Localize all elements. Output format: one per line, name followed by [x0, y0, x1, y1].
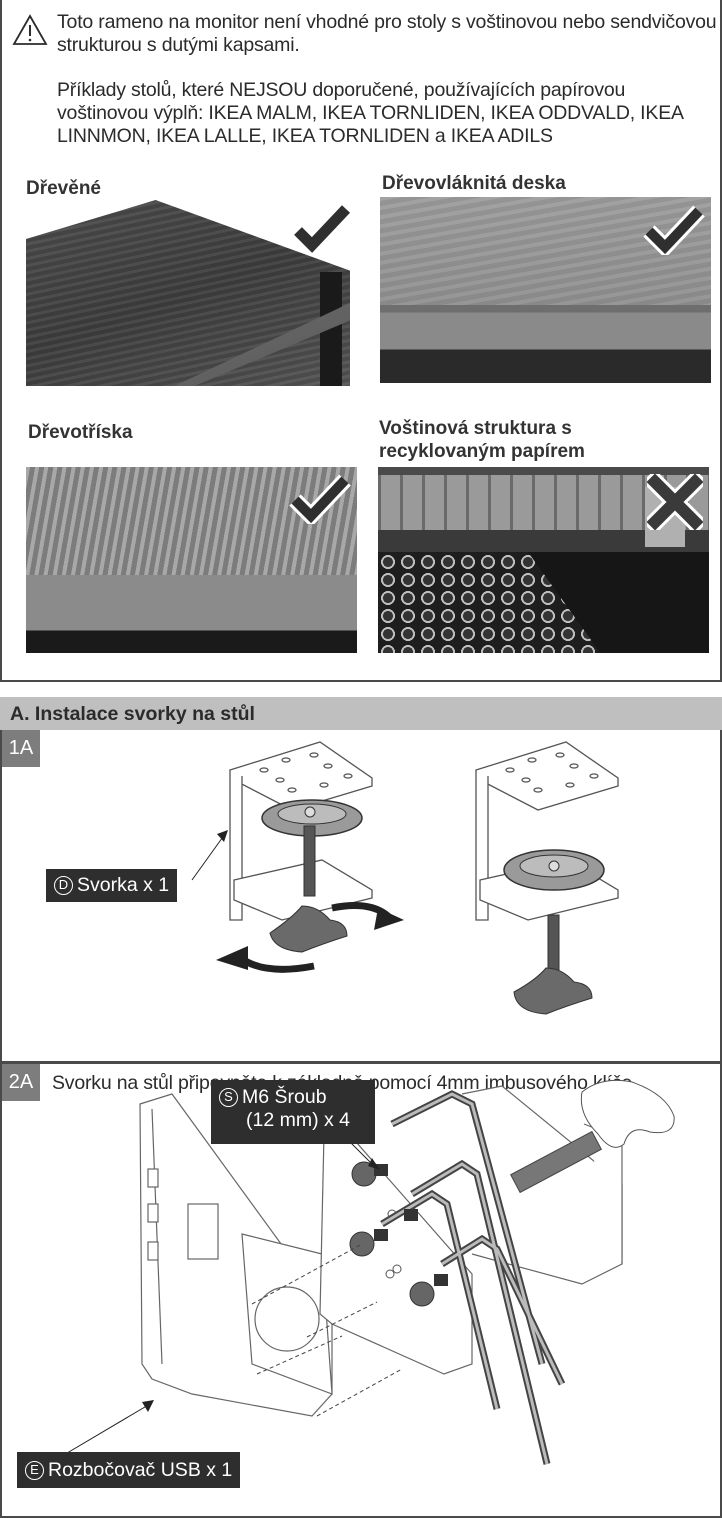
material-label-honeycomb: Voštinová struktura s recyklovaným papír… — [379, 417, 585, 463]
checkmark-icon — [294, 205, 350, 253]
clamp-diagram — [191, 741, 619, 1015]
photo-honeycomb-cross-section — [378, 467, 709, 552]
base-assembly-diagram — [56, 1079, 675, 1465]
warning-text: Toto rameno na monitor není vhodné pro s… — [57, 11, 717, 148]
cross-icon — [647, 474, 703, 530]
usb-hub-callout-text: Rozbočovač USB x 1 — [48, 1459, 233, 1481]
part-letter-e: E — [25, 1461, 44, 1480]
screw-callout-line2: (12 mm) x 4 — [246, 1109, 351, 1131]
warning-line-1: Toto rameno na monitor není vhodné pro s… — [57, 11, 717, 56]
warning-triangle-icon — [12, 14, 48, 45]
step-tag-2a: 2A — [2, 1064, 40, 1101]
material-label-honeycomb-line2: recyklovaným papírem — [379, 441, 585, 462]
part-letter-s: S — [219, 1088, 238, 1107]
checkmark-icon — [289, 474, 351, 524]
material-label-honeycomb-line1: Voštinová struktura s — [379, 418, 572, 439]
material-label-wood: Dřevěné — [26, 178, 101, 199]
step-1a-panel: 1A — [0, 730, 722, 1063]
material-label-mdf: Dřevovláknitá deska — [382, 173, 566, 194]
clamp-callout-text: Svorka x 1 — [77, 874, 170, 896]
step-2a-panel: 2A Svorku na stůl připevněte k základně … — [0, 1062, 722, 1518]
step-tag-1a: 1A — [2, 730, 40, 767]
warning-line-2: Příklady stolů, které NEJSOU doporučené,… — [57, 79, 683, 147]
part-letter-d: D — [54, 876, 73, 895]
warning-panel: Toto rameno na monitor není vhodné pro s… — [0, 0, 722, 682]
checkmark-icon — [643, 205, 705, 255]
section-a-title: A. Instalace svorky na stůl — [0, 697, 722, 730]
photo-honeycomb-core — [378, 552, 709, 653]
screw-callout-line1: M6 Šroub — [242, 1086, 327, 1108]
material-label-chipboard: Dřevotříska — [28, 422, 133, 443]
